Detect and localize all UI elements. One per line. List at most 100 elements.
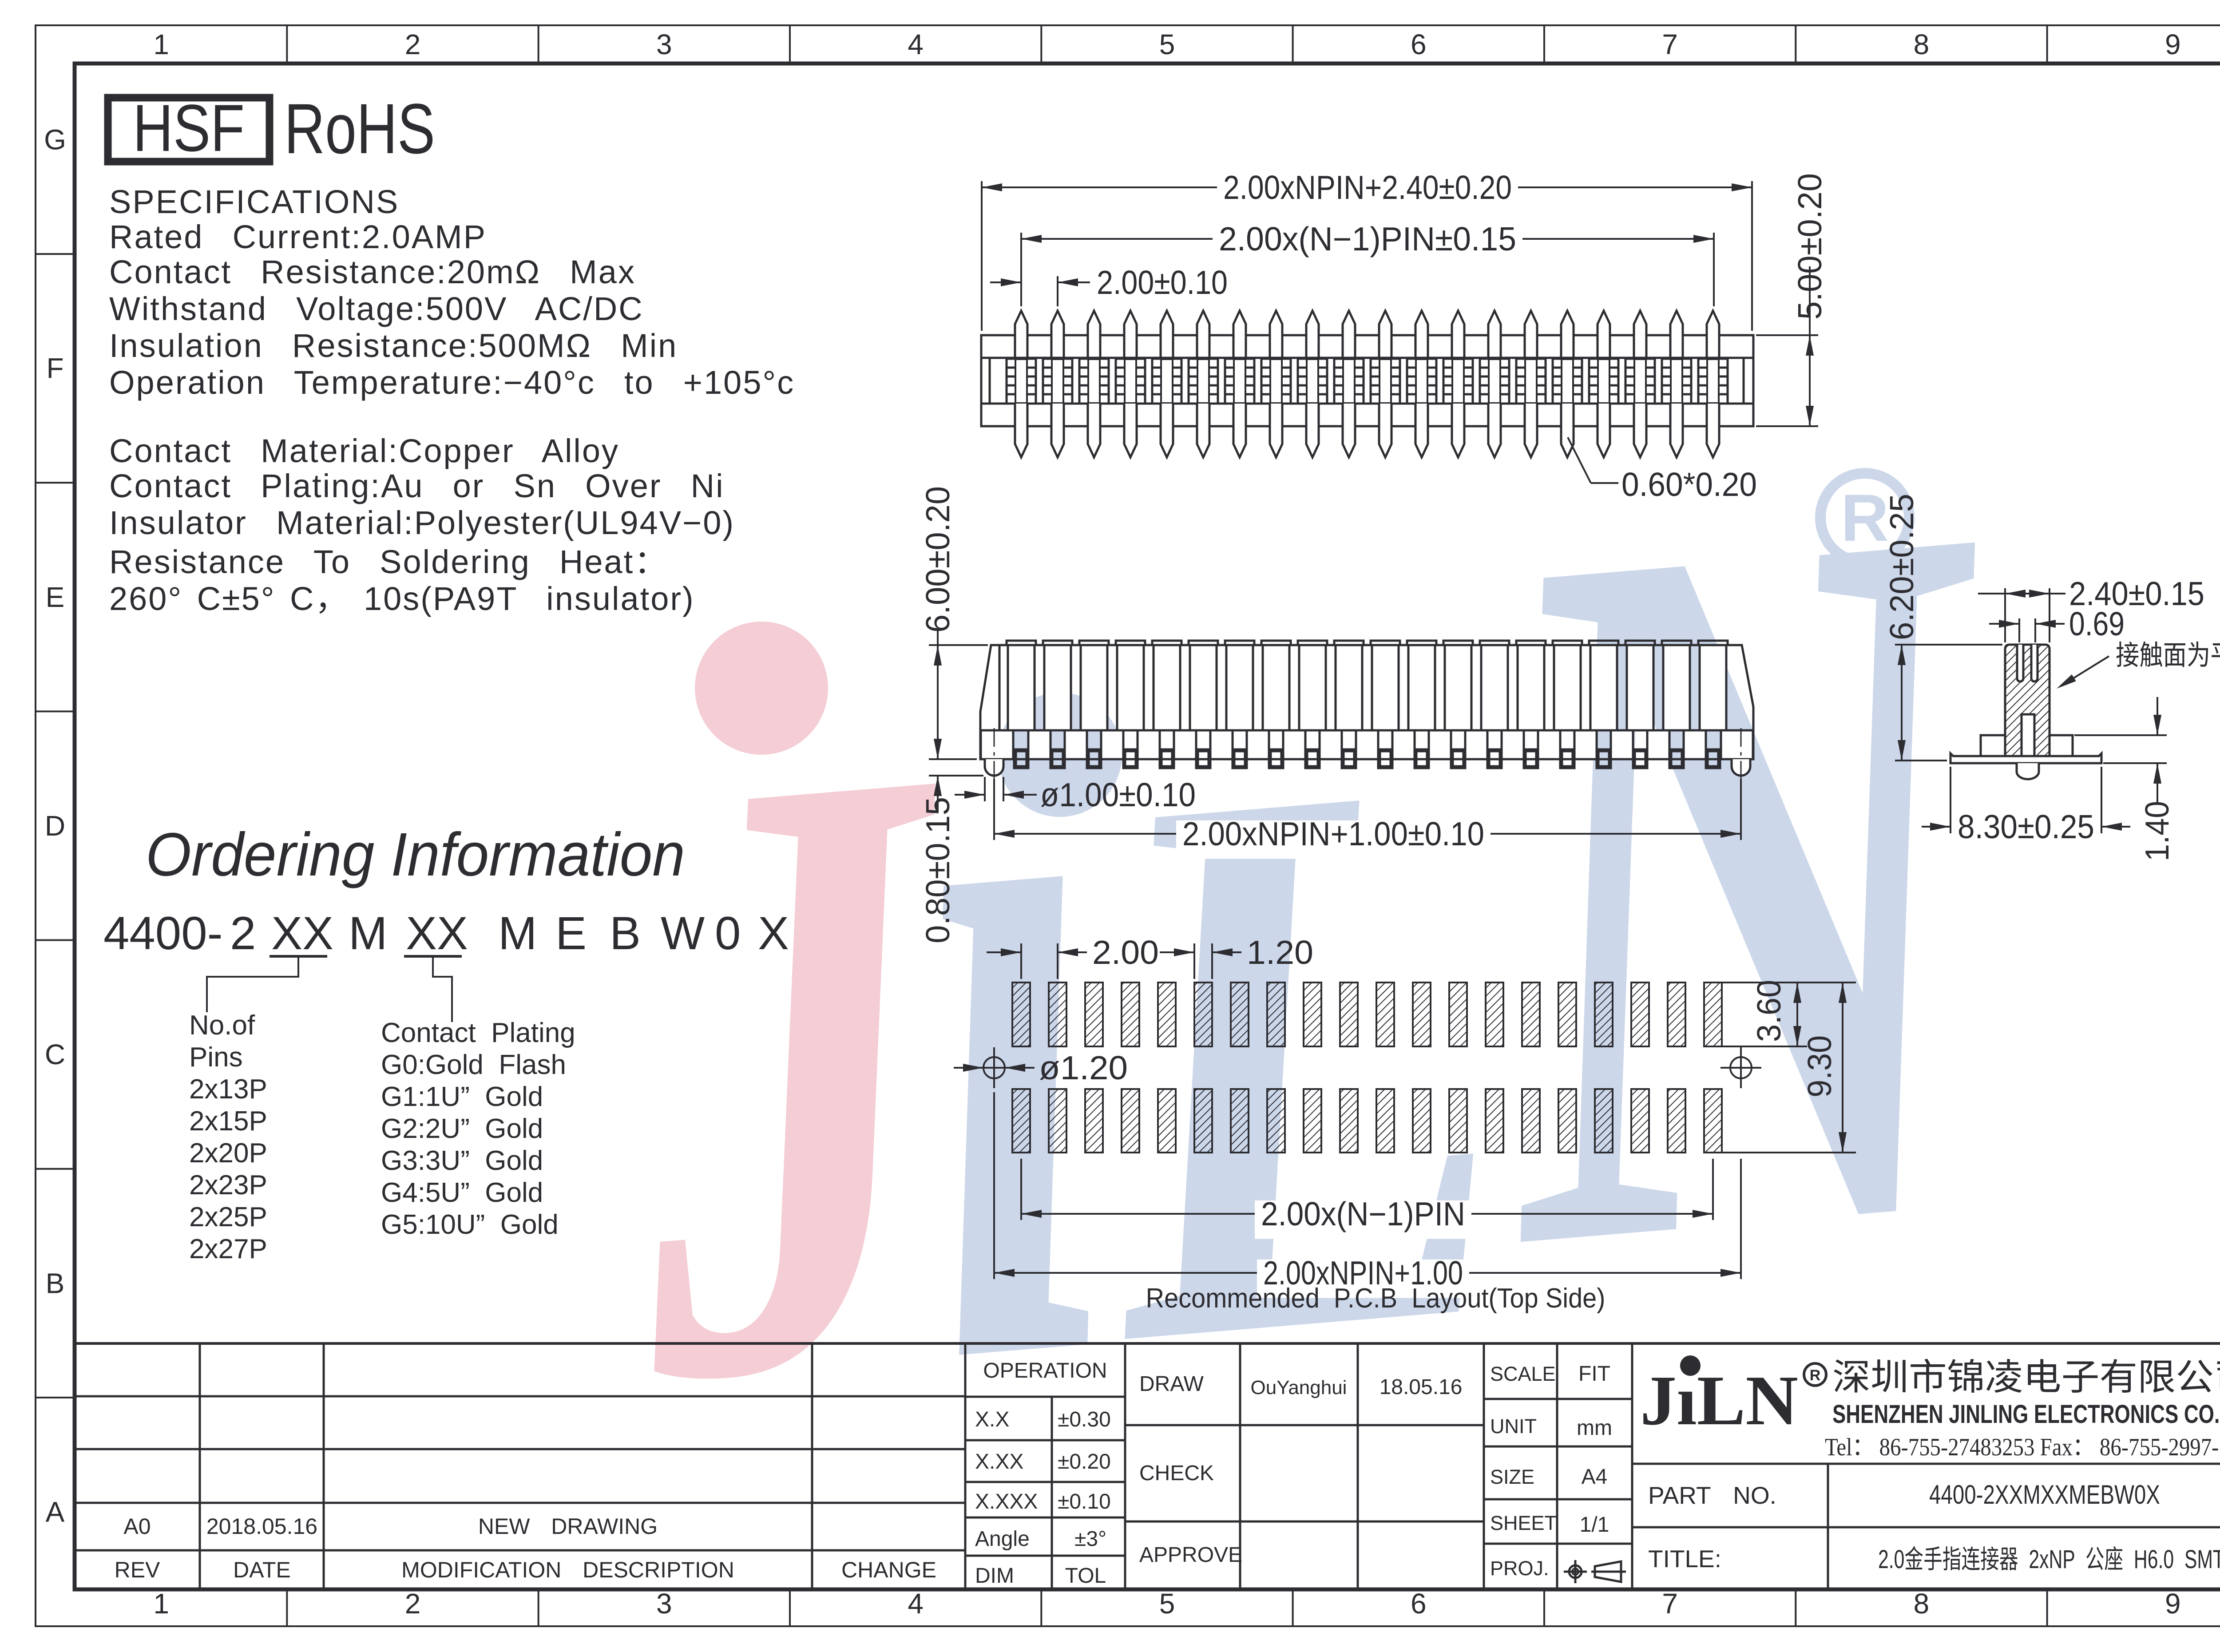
svg-text:D: D [45,810,65,842]
svg-text:1.40: 1.40 [2138,801,2176,861]
svg-text:3.60: 3.60 [1750,980,1788,1042]
svg-text:W: W [661,907,705,959]
svg-text:5: 5 [1159,1588,1175,1620]
svg-text:A0: A0 [123,1514,151,1539]
svg-text:DATE: DATE [233,1557,291,1582]
svg-text:1: 1 [153,1588,169,1620]
svg-text:6: 6 [1411,28,1427,60]
svg-text:2x20P: 2x20P [189,1138,267,1169]
svg-text:接触面为平面: 接触面为平面 [2116,640,2220,671]
svg-text:8: 8 [1914,1588,1930,1620]
svg-text:2x23P: 2x23P [189,1170,267,1200]
svg-text:2.0金手指连接器 2xNP 公座 H6.0 SMT: 2.0金手指连接器 2xNP 公座 H6.0 SMT [1878,1545,2220,1574]
svg-text:REV: REV [115,1557,160,1582]
svg-text:9.30: 9.30 [1801,1035,1838,1097]
svg-text:4400-: 4400- [103,907,223,959]
svg-text:Ordering Information: Ordering Information [146,820,685,889]
svg-text:260° C±5° C， 10s(PA9T insulat: 260° C±5° C， 10s(PA9T insulator) [109,580,695,617]
svg-text:18.05.16: 18.05.16 [1380,1375,1463,1399]
svg-text:PART NO.: PART NO. [1648,1482,1776,1509]
svg-text:5.00±0.20: 5.00±0.20 [1791,173,1828,320]
svg-text:mm: mm [1577,1416,1612,1440]
svg-text:X: X [758,907,789,959]
svg-text:2: 2 [230,907,256,959]
svg-text:No.of: No.of [189,1010,255,1041]
svg-text:2.00x(N−1)PIN±0.15: 2.00x(N−1)PIN±0.15 [1219,220,1516,258]
svg-text:±0.10: ±0.10 [1058,1490,1111,1513]
svg-text:1.20: 1.20 [1247,934,1313,971]
svg-text:2x13P: 2x13P [189,1074,267,1105]
svg-text:X.XX: X.XX [975,1450,1023,1474]
svg-text:9: 9 [2165,1588,2181,1620]
svg-text:9: 9 [2165,28,2181,60]
svg-text:A: A [46,1496,65,1528]
svg-text:XX: XX [271,907,333,959]
svg-text:2.00xNPIN+2.40±0.20: 2.00xNPIN+2.40±0.20 [1223,169,1512,206]
svg-text:CHANGE: CHANGE [841,1557,936,1582]
svg-text:RoHS: RoHS [284,89,435,168]
svg-text:G0:Gold Flash: G0:Gold Flash [381,1050,566,1080]
svg-text:FIT: FIT [1578,1362,1610,1386]
svg-text:4400-2XXMXXMEBW0X: 4400-2XXMXXMEBW0X [1929,1480,2160,1509]
svg-text:0.60*0.20: 0.60*0.20 [1621,466,1757,503]
svg-text:ø1.00±0.10: ø1.00±0.10 [1040,776,1196,813]
svg-text:R: R [1841,480,1889,555]
svg-text:G: G [44,124,66,156]
svg-text:Insulator Material:Polyester(: Insulator Material:Polyester(UL94V−0) [109,504,735,541]
svg-text:Angle: Angle [975,1527,1030,1551]
svg-text:±3°: ±3° [1074,1527,1106,1551]
svg-text:DIM: DIM [975,1564,1014,1588]
svg-text:1/1: 1/1 [1580,1513,1610,1537]
svg-text:M: M [498,907,537,959]
svg-text:2x27P: 2x27P [189,1234,267,1264]
svg-text:8.30±0.25: 8.30±0.25 [1958,808,2094,845]
svg-text:HSF: HSF [133,91,245,165]
svg-text:CHECK: CHECK [1139,1462,1214,1485]
svg-text:OPERATION: OPERATION [983,1359,1107,1383]
svg-text:MODIFICATION DESCRIPTION: MODIFICATION DESCRIPTION [401,1557,734,1582]
svg-text:Insulation Resistance:500MΩ: Insulation Resistance:500MΩ Min [109,327,678,364]
svg-text:3: 3 [656,28,672,60]
svg-text:2: 2 [405,28,421,60]
svg-text:NEW DRAWING: NEW DRAWING [478,1514,658,1539]
svg-text:2018.05.16: 2018.05.16 [206,1514,317,1539]
svg-text:8: 8 [1914,28,1930,60]
svg-text:A4: A4 [1582,1465,1608,1489]
svg-text:Contact Plating: Contact Plating [381,1018,575,1048]
svg-text:±0.20: ±0.20 [1058,1450,1111,1474]
svg-text:2x15P: 2x15P [189,1106,267,1137]
svg-text:G2:2U” Gold: G2:2U” Gold [381,1113,543,1144]
svg-text:2.00x(N−1)PIN: 2.00x(N−1)PIN [1261,1195,1465,1232]
svg-text:R: R [1810,1367,1821,1384]
svg-text:SPECIFICATIONS: SPECIFICATIONS [109,183,399,220]
svg-text:2.40±0.15: 2.40±0.15 [2069,575,2204,612]
svg-text:Recommended P.C.B Layout(Top: Recommended P.C.B Layout(Top Side) [1146,1283,1606,1314]
svg-text:TITLE:: TITLE: [1648,1545,1721,1573]
svg-text:Operation Temperature:−40°c: Operation Temperature:−40°c to +105°c [109,364,795,401]
svg-text:SHENZHEN JINLING ELECTRONICS C: SHENZHEN JINLING ELECTRONICS CO.,LTD [1832,1400,2220,1429]
svg-text:6: 6 [1411,1588,1427,1620]
svg-text:3: 3 [656,1588,672,1620]
svg-text:E: E [46,581,65,613]
svg-text:2.00±0.10: 2.00±0.10 [1097,264,1228,301]
svg-text:SIZE: SIZE [1490,1466,1534,1488]
svg-text:0.69: 0.69 [2069,605,2125,642]
svg-text:JıLN: JıLN [1640,1361,1798,1440]
svg-text:OuYanghui: OuYanghui [1251,1377,1347,1398]
svg-text:C: C [45,1038,65,1070]
svg-text:Resistance To Soldering Hea: Resistance To Soldering Heat： [109,543,668,580]
svg-text:M: M [349,907,387,959]
svg-text:G4:5U” Gold: G4:5U” Gold [381,1177,543,1208]
svg-text:7: 7 [1662,1588,1678,1620]
svg-text:XX: XX [406,907,468,959]
svg-text:4: 4 [908,1588,924,1620]
svg-text:G5:10U” Gold: G5:10U” Gold [381,1209,559,1240]
svg-text:TOL: TOL [1065,1564,1106,1588]
svg-text:0.80±0.15: 0.80±0.15 [919,797,956,943]
svg-text:2.00xNPIN+1.00: 2.00xNPIN+1.00 [1263,1254,1463,1291]
svg-text:Contact Material:Copper Allo: Contact Material:Copper Alloy [109,432,619,469]
svg-text:UNIT: UNIT [1490,1415,1537,1438]
svg-text:E: E [555,907,587,959]
svg-text:Contact Plating:Au or Sn O: Contact Plating:Au or Sn Over Ni [109,467,725,504]
svg-text:G3:3U” Gold: G3:3U” Gold [381,1145,543,1176]
